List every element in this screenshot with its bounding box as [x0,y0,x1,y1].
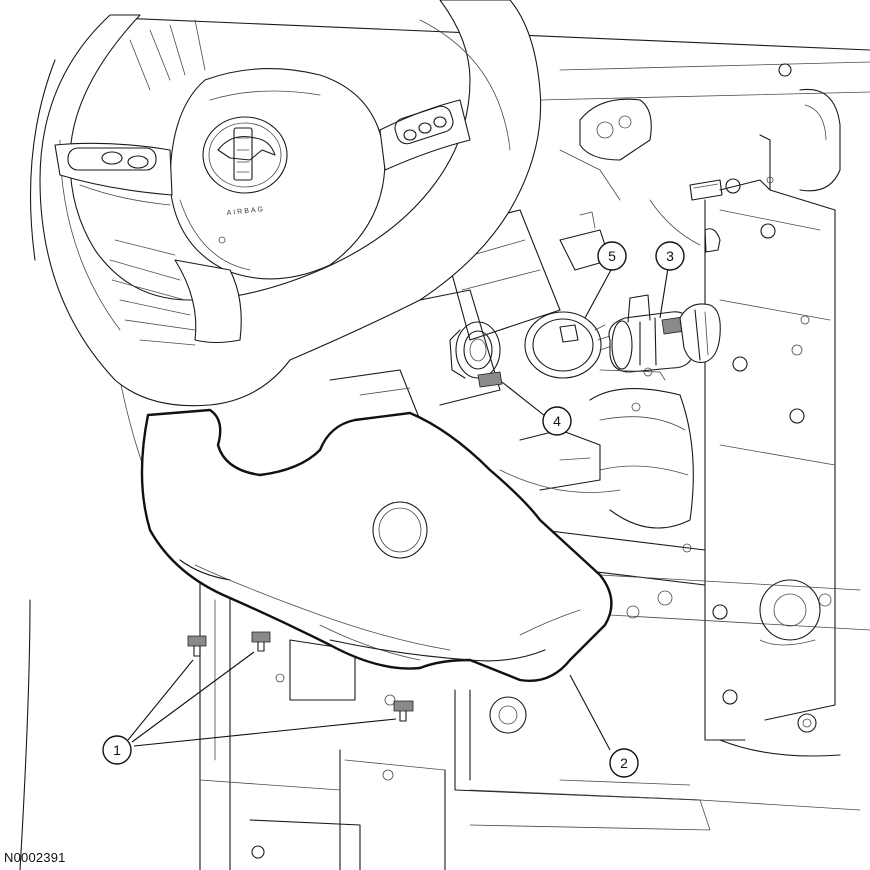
callout-5: 5 [597,241,627,271]
figure-id: N0002391 [4,850,66,865]
callout-3-label: 3 [666,248,674,264]
callout-4-label: 4 [553,413,561,429]
callout-3: 3 [655,241,685,271]
callouts: 1 2 3 4 5 [102,241,685,778]
callout-4: 4 [542,406,572,436]
callout-2: 2 [609,748,639,778]
screws [187,631,414,722]
airbag-emblem-text: AIRBAG [226,206,265,217]
ignition-components [449,294,721,388]
screw-1 [187,635,207,657]
screw-3 [393,700,414,722]
callout-2-label: 2 [620,755,628,771]
callout-1: 1 [102,735,132,765]
steering-wheel: AIRBAG [39,0,542,407]
steering-column-shroud [140,408,613,682]
screw-2 [251,631,271,652]
callout-5-label: 5 [608,248,616,264]
callout-1-label: 1 [113,742,121,758]
